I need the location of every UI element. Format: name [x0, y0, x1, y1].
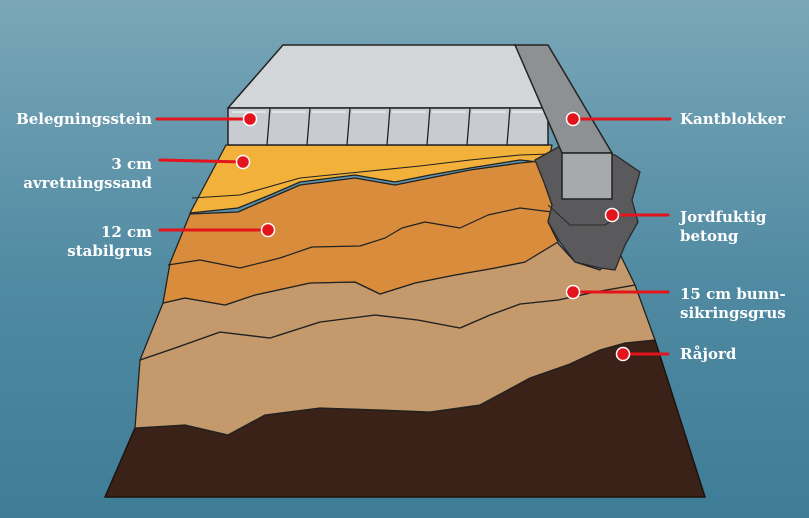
leader-sand — [158, 158, 245, 164]
marker-concrete — [604, 207, 620, 223]
paving-joint — [466, 107, 471, 146]
label-gravel: 12 cm stabilgrus — [67, 223, 152, 260]
marker-sand — [235, 154, 251, 170]
label-sand: 3 cm avretningssand — [23, 155, 152, 192]
paving-joint — [506, 107, 511, 146]
marker-curb — [565, 111, 581, 127]
paving-joint — [426, 107, 431, 146]
paving-joint — [386, 107, 391, 146]
label-curb: Kantblokker — [680, 110, 786, 128]
label-concrete: Jordfuktig betong — [680, 208, 767, 245]
paving-stone-top — [227, 44, 549, 109]
sand-internal-line — [191, 153, 551, 199]
marker-subbase — [565, 284, 581, 300]
marker-gravel — [260, 222, 276, 238]
curb-stone-front — [561, 152, 613, 200]
label-soil: Råjord — [680, 345, 737, 363]
marker-soil — [615, 346, 631, 362]
paving-joint — [306, 107, 311, 146]
label-subbase: 15 cm bunn- sikringsgrus — [680, 285, 786, 322]
gravel-internal-line — [167, 207, 553, 269]
callout-lines — [155, 117, 672, 356]
paving-joint — [346, 107, 351, 146]
gravel-layer — [162, 159, 559, 306]
callout-markers — [235, 111, 631, 362]
paving-joint — [266, 107, 271, 146]
label-paving-stone: Belegningsstein — [16, 110, 152, 128]
marker-paving-stone — [242, 111, 258, 127]
